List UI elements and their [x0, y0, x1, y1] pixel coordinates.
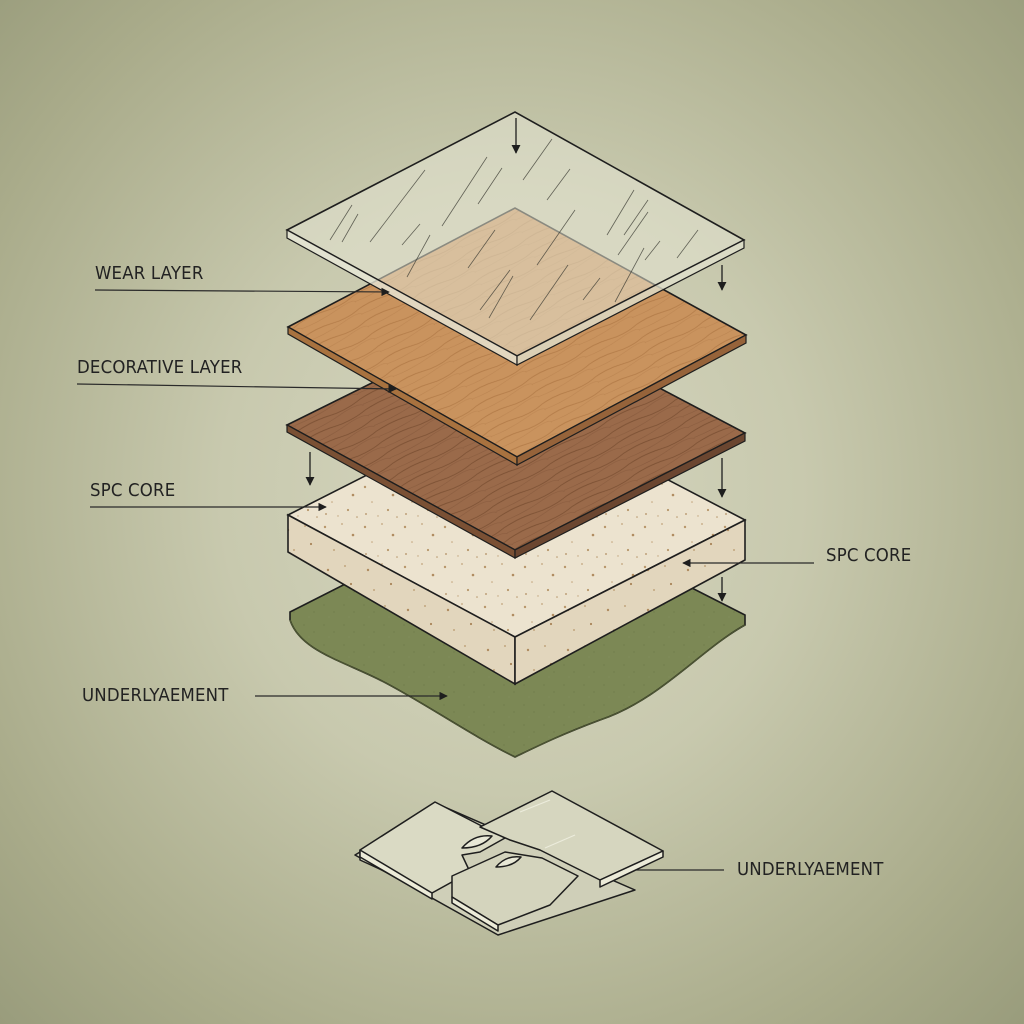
label-spc-core-left: SPC CORE: [90, 480, 176, 501]
label-decorative-layer: DECORATIVE LAYER: [77, 357, 243, 378]
layer-down-arrows: [305, 118, 727, 602]
leader-wear-layer: [94, 287, 390, 297]
label-wear-layer: WEAR LAYER: [95, 263, 204, 284]
label-underlayment-right: UNDERLYAEMENT: [737, 859, 884, 880]
leader-decorative-layer: [76, 383, 397, 394]
wear-layer: [285, 111, 746, 367]
click-lock-joint-inset: [354, 790, 664, 936]
label-underlayment-left: UNDERLYAEMENT: [82, 685, 229, 706]
wear-layer-scratch-marks: [329, 138, 699, 321]
label-spc-core-right: SPC CORE: [826, 545, 912, 566]
